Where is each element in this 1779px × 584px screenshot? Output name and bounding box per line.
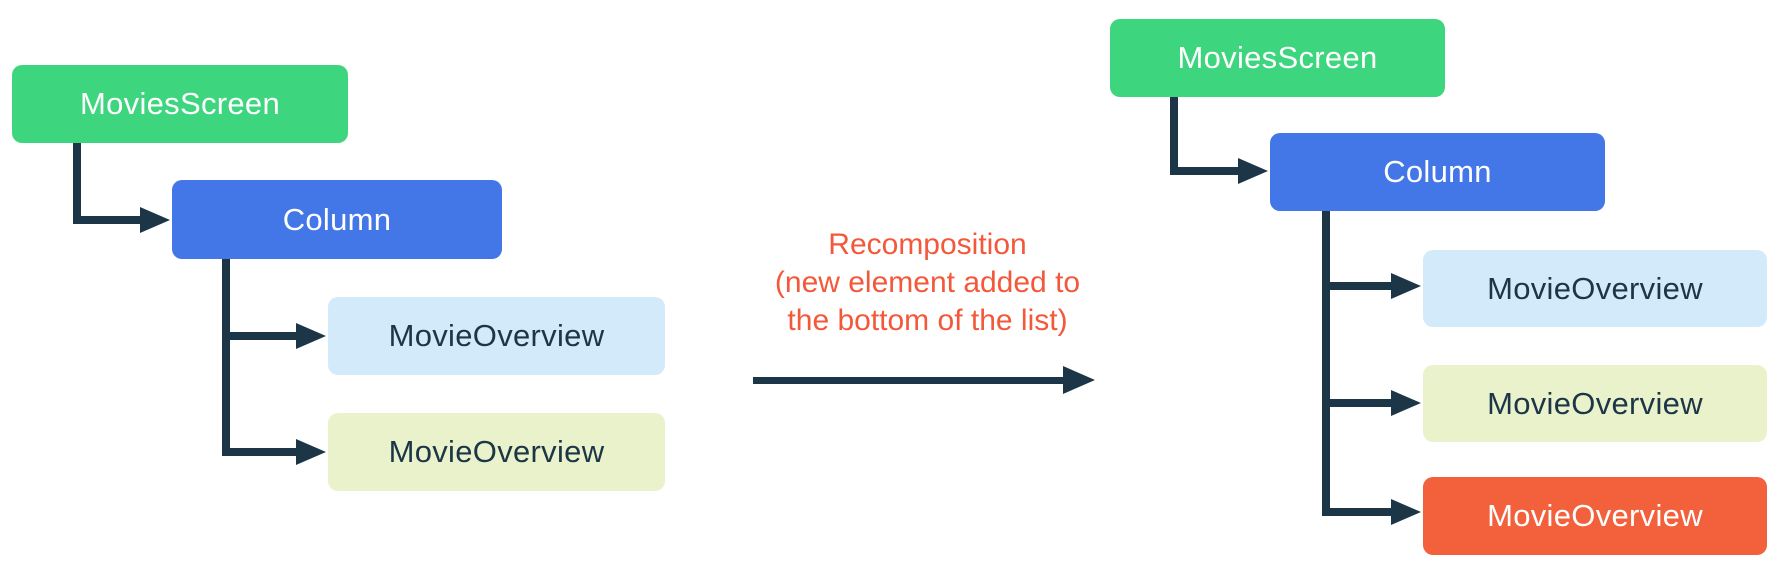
caption-line-1: Recomposition [828,228,1027,261]
arrowhead-icon [1238,158,1268,184]
caption-line-3: the bottom of the list) [787,304,1068,337]
left-connector-column-children-vertical [222,259,230,456]
right-connector-column-children-vertical [1322,211,1330,516]
recomposition-arrow-shaft [753,377,1065,384]
left-column-node: Column [172,180,502,259]
arrowhead-icon [296,323,326,349]
right-connector-child2-horizontal [1322,399,1393,407]
arrowhead-icon [296,439,326,465]
right-connector-child1-horizontal [1322,282,1393,290]
caption-line-2: (new element added to [774,266,1081,299]
right-connector-moviesscreen-column-vertical [1170,97,1178,175]
right-arrow-icon [1063,366,1095,394]
right-connector-moviesscreen-column-horizontal [1170,167,1240,175]
left-moviesscreen-node: MoviesScreen [12,65,348,143]
left-movieoverview-2-node: MovieOverview [328,413,665,491]
right-movieoverview-3-new-node: MovieOverview [1423,477,1767,555]
left-connector-child1-horizontal [222,332,298,340]
recomposition-caption: Recomposition (new element added to the … [695,226,1160,340]
left-connector-moviesscreen-column-horizontal [73,216,142,224]
arrowhead-icon [140,207,170,233]
right-connector-child3-horizontal [1322,508,1393,516]
left-movieoverview-1-node: MovieOverview [328,297,665,375]
arrowhead-icon [1391,273,1421,299]
left-connector-moviesscreen-column-vertical [73,143,81,224]
arrowhead-icon [1391,499,1421,525]
right-moviesscreen-node: MoviesScreen [1110,19,1445,97]
right-column-node: Column [1270,133,1605,211]
right-movieoverview-1-node: MovieOverview [1423,250,1767,327]
arrowhead-icon [1391,390,1421,416]
left-connector-child2-horizontal [222,448,298,456]
right-movieoverview-2-node: MovieOverview [1423,365,1767,442]
